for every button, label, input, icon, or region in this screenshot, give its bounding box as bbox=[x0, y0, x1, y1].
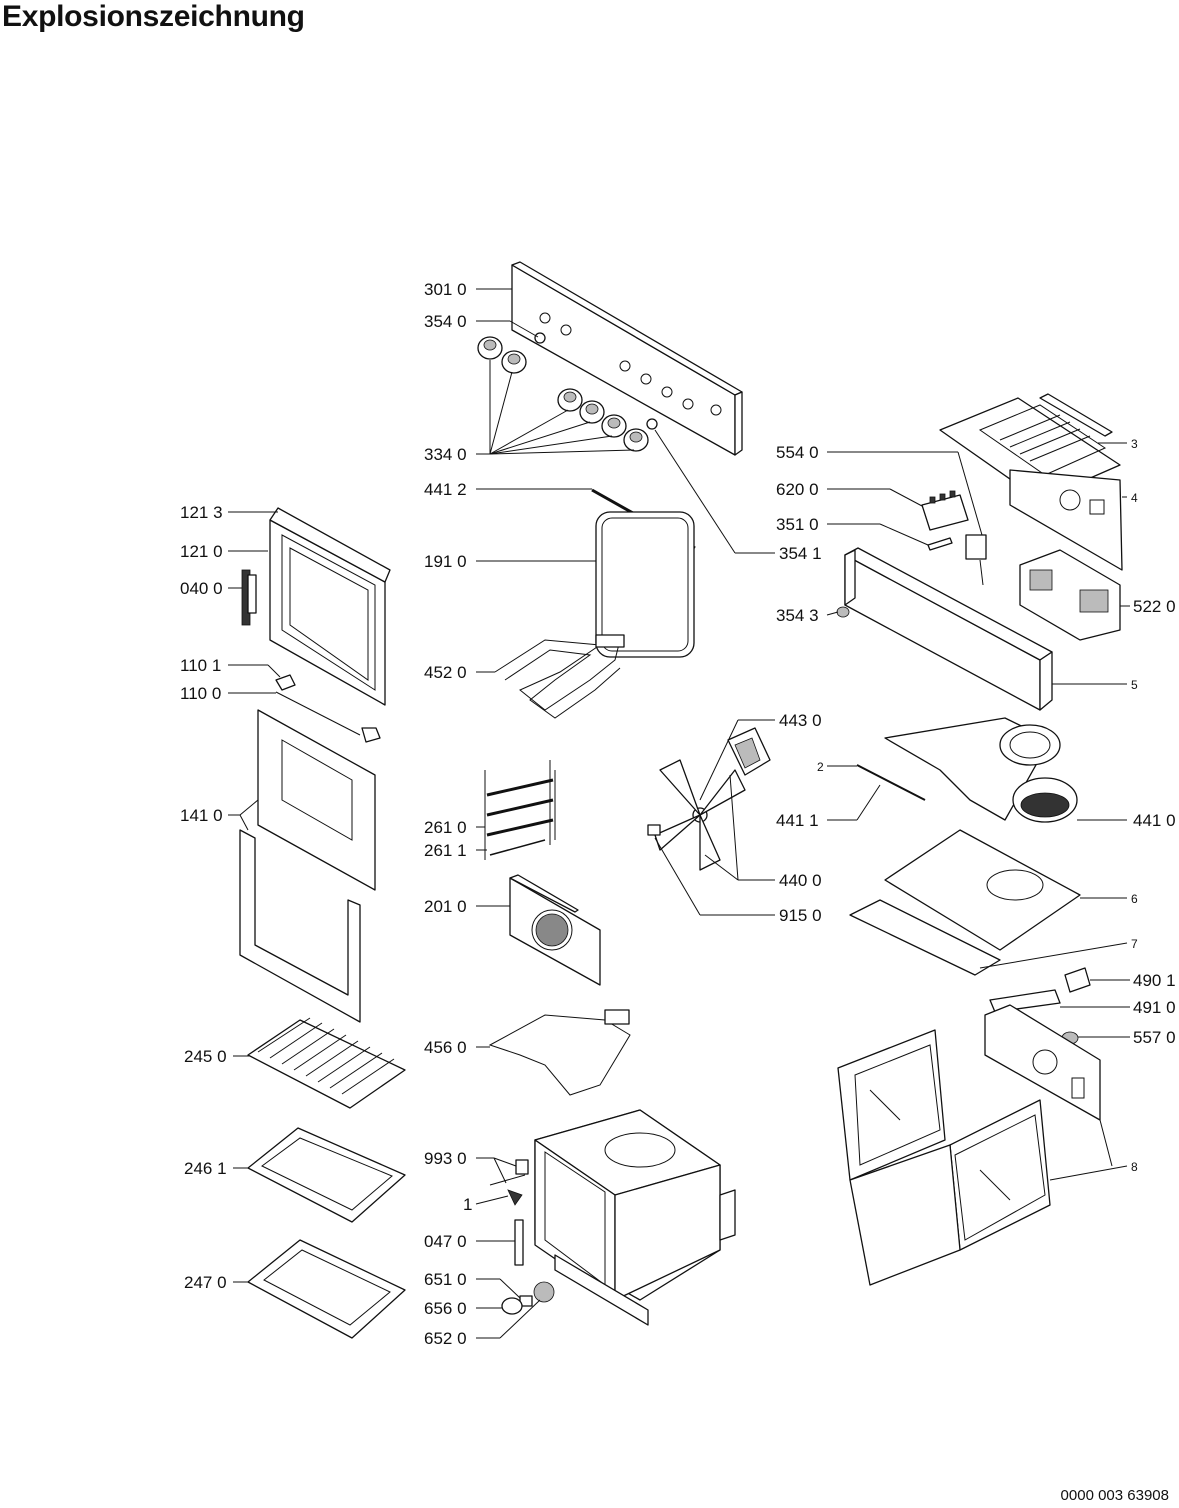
fan-blade-part bbox=[647, 759, 746, 871]
label-993-0: 993 0 bbox=[424, 1149, 467, 1168]
label-354-1: 354 1 bbox=[779, 544, 822, 563]
leader-lines bbox=[228, 288, 1130, 1339]
label-110-0: 110 0 bbox=[180, 684, 221, 703]
knob-part bbox=[477, 332, 658, 452]
handle-part bbox=[275, 674, 381, 743]
label-354-3: 354 3 bbox=[776, 606, 819, 625]
label-441-2: 441 2 bbox=[424, 480, 467, 499]
label-6: 6 bbox=[1131, 892, 1138, 906]
fan-motor-part bbox=[727, 727, 771, 776]
label-490-1: 490 1 bbox=[1133, 971, 1176, 990]
label-440-0: 440 0 bbox=[779, 871, 822, 890]
shelf-rail-part bbox=[484, 760, 556, 860]
label-652-0: 652 0 bbox=[424, 1329, 467, 1348]
door-frame-part bbox=[269, 507, 391, 706]
label-491-0: 491 0 bbox=[1133, 998, 1176, 1017]
label-245-0: 245 0 bbox=[184, 1047, 227, 1066]
label-3: 3 bbox=[1131, 437, 1138, 451]
label-7: 7 bbox=[1131, 937, 1138, 951]
hardware-part bbox=[489, 1159, 555, 1315]
oven-cavity-part bbox=[534, 1109, 736, 1326]
page-title: Explosionszeichnung bbox=[2, 0, 305, 33]
label-5: 5 bbox=[1131, 678, 1138, 692]
fan-cover-part bbox=[509, 874, 601, 986]
label-620-0: 620 0 bbox=[776, 480, 819, 499]
label-441-0: 441 0 bbox=[1133, 811, 1176, 830]
label-261-1: 261 1 bbox=[424, 841, 467, 860]
gasket-part bbox=[591, 488, 696, 658]
fan-housing-part bbox=[1012, 777, 1078, 823]
label-1: 1 bbox=[463, 1195, 472, 1214]
label-2: 2 bbox=[817, 760, 824, 774]
oven-housing-part bbox=[837, 1029, 1051, 1286]
label-191-0: 191 0 bbox=[424, 552, 467, 571]
label-651-0: 651 0 bbox=[424, 1270, 467, 1289]
label-247-0: 247 0 bbox=[184, 1273, 227, 1292]
switch-part bbox=[921, 490, 987, 586]
label-110-1: 110 1 bbox=[180, 656, 221, 675]
label-443-0: 443 0 bbox=[779, 711, 822, 730]
electronics-module-part bbox=[1019, 549, 1121, 641]
label-047-0: 047 0 bbox=[424, 1232, 467, 1251]
grill-element-part bbox=[494, 634, 625, 719]
label-915-0: 915 0 bbox=[779, 906, 822, 925]
label-557-0: 557 0 bbox=[1133, 1028, 1176, 1047]
baking-tray-part bbox=[247, 1127, 406, 1223]
label-201-0: 201 0 bbox=[424, 897, 467, 916]
door-glass-part bbox=[239, 709, 376, 1023]
label-246-1: 246 1 bbox=[184, 1159, 227, 1178]
label-141-0: 141 0 bbox=[180, 806, 223, 825]
label-121-0: 121 0 bbox=[180, 542, 223, 561]
control-panel-part bbox=[511, 261, 743, 456]
deep-tray-part bbox=[247, 1239, 406, 1339]
document-number: 0000 003 63908 bbox=[1060, 1487, 1169, 1504]
back-panel-part bbox=[984, 1004, 1101, 1121]
bottom-plate-part bbox=[849, 829, 1081, 976]
part-labels: 301 0 354 0 334 0 441 2 191 0 452 0 261 … bbox=[180, 280, 1176, 1348]
label-4: 4 bbox=[1131, 491, 1138, 505]
hinge-part bbox=[241, 569, 257, 626]
label-456-0: 456 0 bbox=[424, 1038, 467, 1057]
insulation-plate-part bbox=[856, 717, 1061, 821]
bottom-heater-part bbox=[488, 1009, 631, 1096]
oven-rack-part bbox=[247, 1017, 406, 1109]
label-121-3: 121 3 bbox=[180, 503, 223, 522]
front-frame-part bbox=[844, 547, 1053, 711]
label-040-0: 040 0 bbox=[180, 579, 223, 598]
label-334-0: 334 0 bbox=[424, 445, 467, 464]
top-cover-part bbox=[939, 393, 1123, 571]
label-452-0: 452 0 bbox=[424, 663, 467, 682]
label-554-0: 554 0 bbox=[776, 443, 819, 462]
label-8: 8 bbox=[1131, 1160, 1138, 1174]
label-351-0: 351 0 bbox=[776, 515, 819, 534]
label-522-0: 522 0 bbox=[1133, 597, 1176, 616]
label-441-1: 441 1 bbox=[776, 811, 819, 830]
label-301-0: 301 0 bbox=[424, 280, 467, 299]
label-261-0: 261 0 bbox=[424, 818, 467, 837]
label-354-0: 354 0 bbox=[424, 312, 467, 331]
label-656-0: 656 0 bbox=[424, 1299, 467, 1318]
screw-part bbox=[836, 606, 850, 618]
